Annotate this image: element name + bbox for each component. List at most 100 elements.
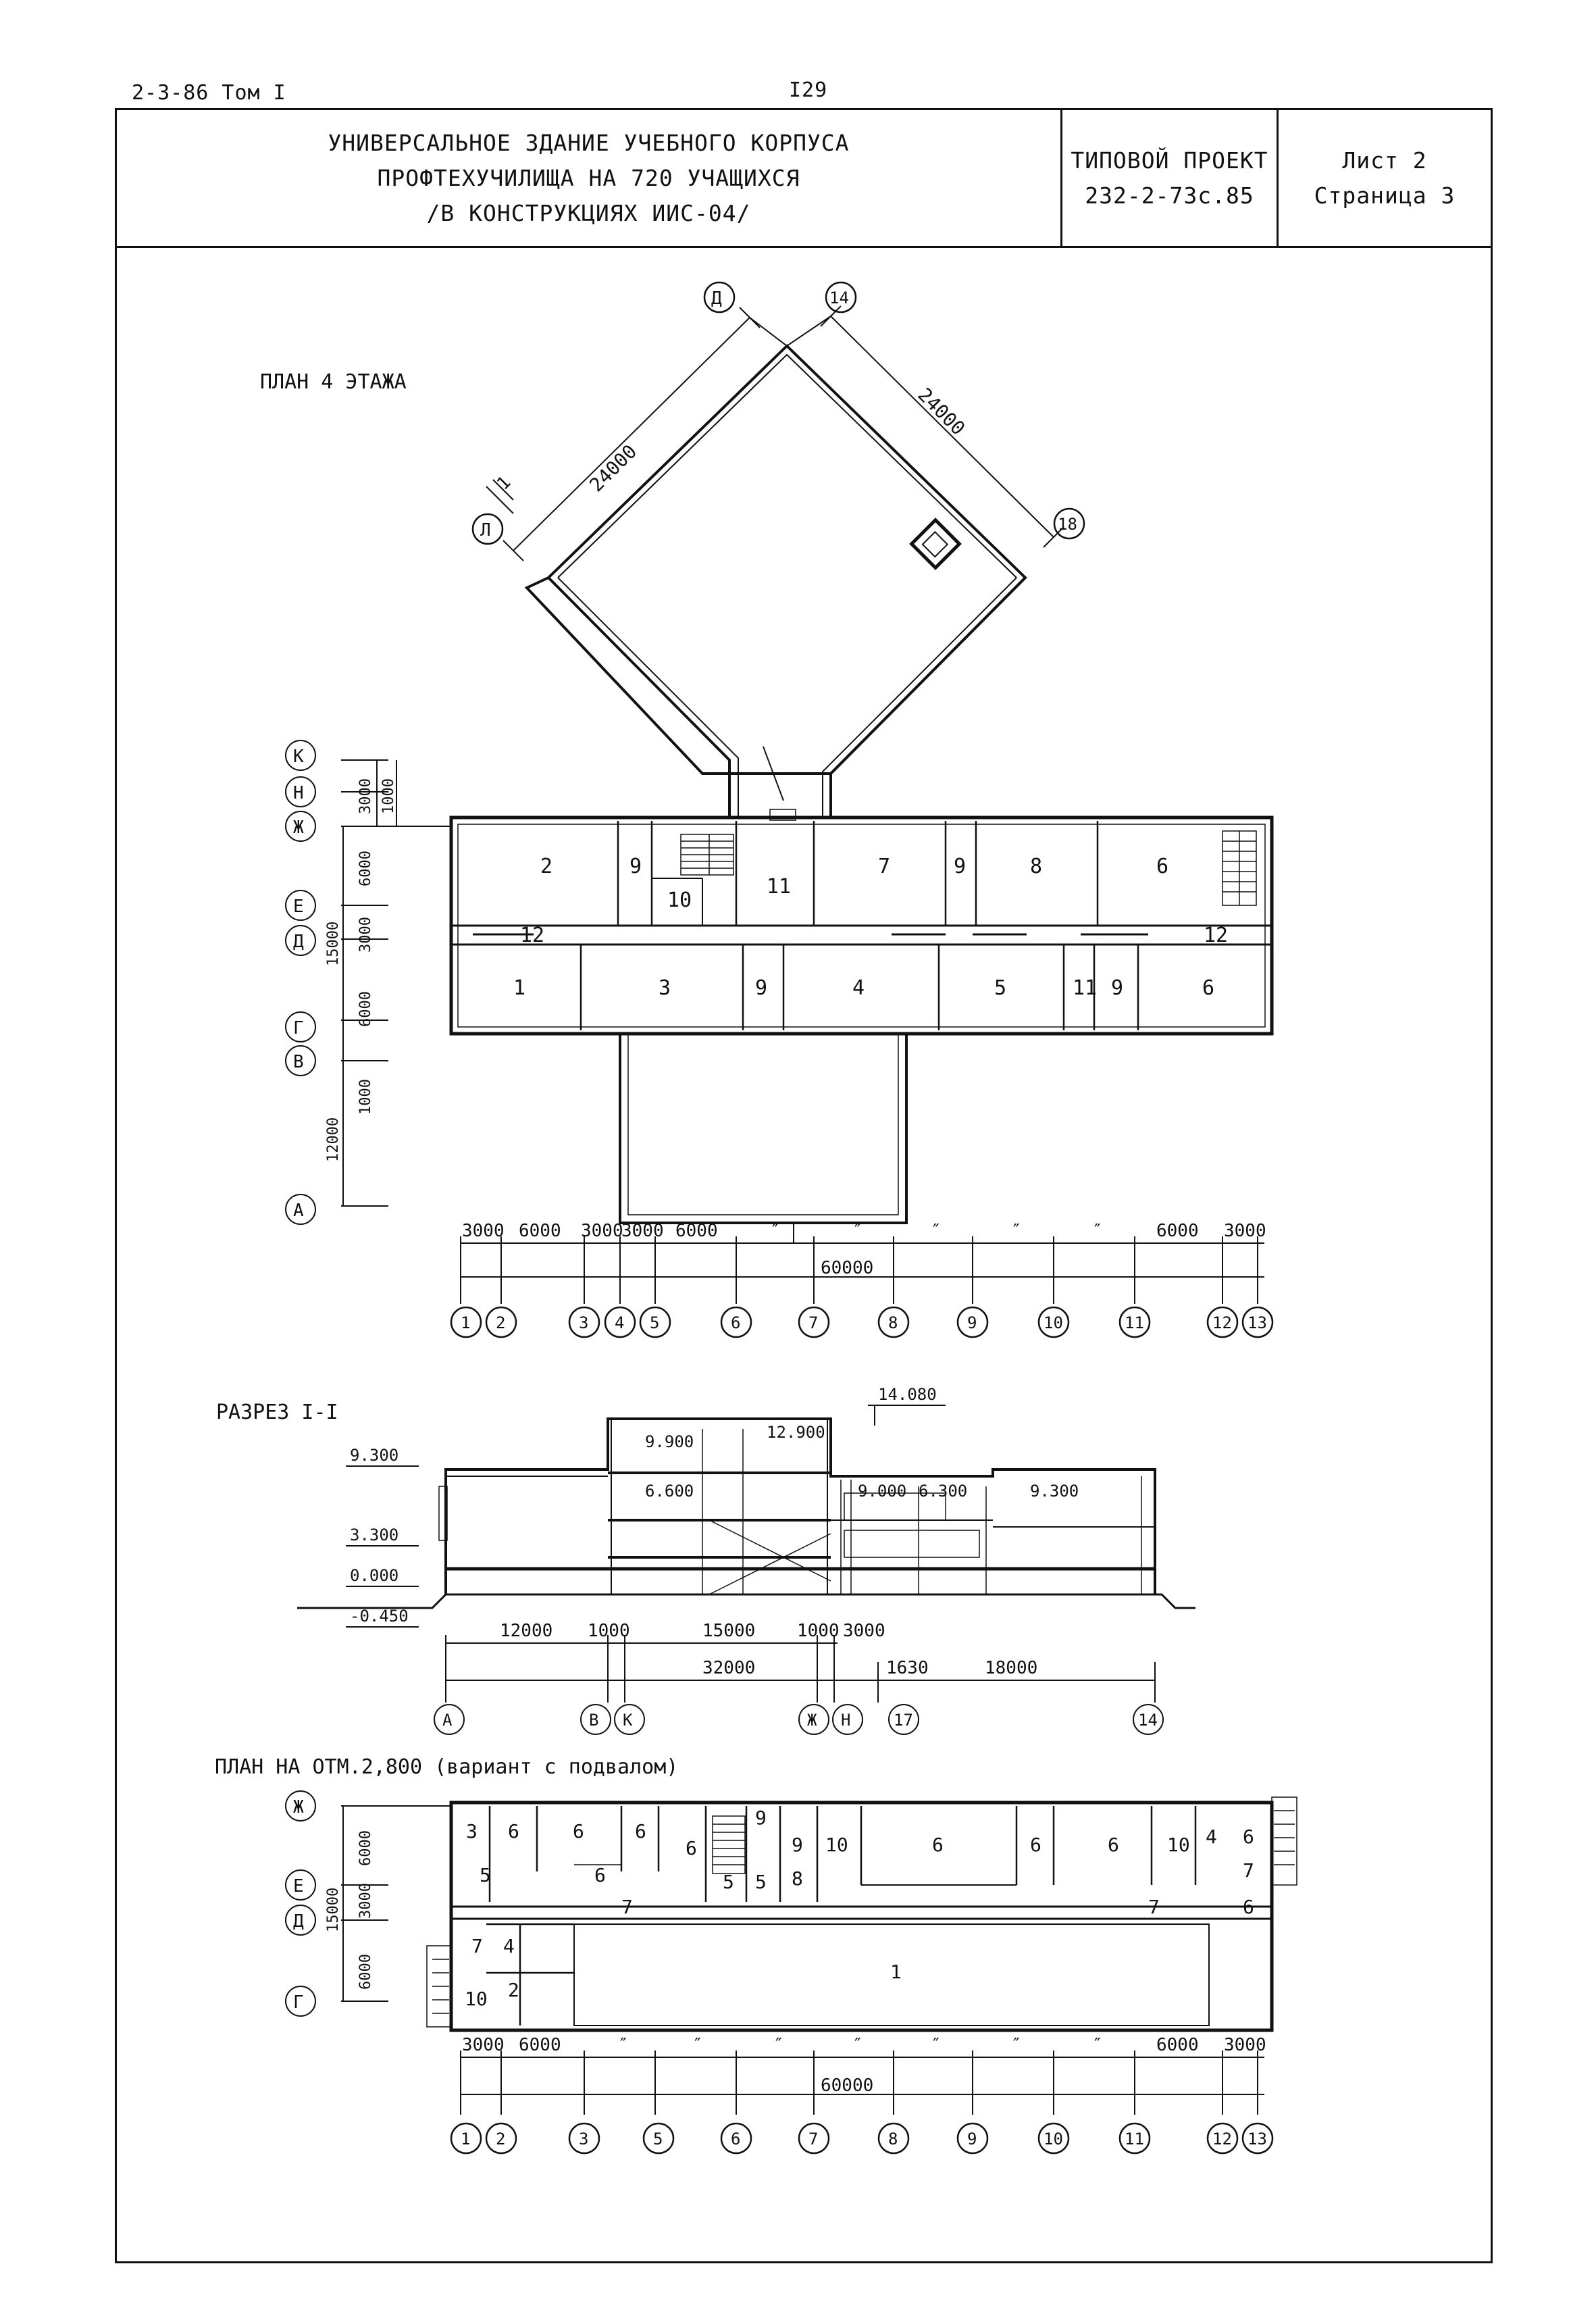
section-dim-labels: 12000 1000 15000 1000 3000 32000 1630 18…: [500, 1621, 1037, 1678]
axis-label: Ж: [293, 1797, 304, 1817]
diag-axis-bubbles: [471, 281, 1085, 545]
basement-label: ПЛАН НА ОТМ.2,800 (вариант с подвалом): [215, 1755, 678, 1779]
section-mark: 1: [493, 472, 515, 494]
corridor-label: 7: [621, 1896, 633, 1918]
axis-label: К: [293, 747, 304, 767]
room-label: 4: [1206, 1826, 1217, 1848]
room-label: 10: [1167, 1834, 1190, 1856]
axis-label: 14: [1138, 1711, 1158, 1730]
diag-axis-l: Л: [480, 520, 491, 540]
room-label: 10: [667, 888, 692, 912]
dim-label: 1630: [886, 1658, 929, 1678]
title-block: УНИВЕРСАЛЬНОЕ ЗДАНИЕ УЧЕБНОГО КОРПУСА ПР…: [117, 110, 1491, 248]
level-label: 9.300: [1030, 1482, 1079, 1501]
dim-label: 12000: [325, 1117, 342, 1162]
level-label: 9.300: [350, 1446, 398, 1465]
stair-left: [680, 834, 734, 876]
page-number: I29: [789, 78, 828, 102]
basement-left-axes: [285, 1790, 451, 2017]
dim-label: ″: [852, 2035, 863, 2055]
stair-right: [1222, 830, 1257, 906]
axis-label: 3: [579, 2130, 588, 2148]
diag-axis-18: 18: [1058, 515, 1077, 534]
axis-label: Г: [293, 1018, 304, 1038]
dim-label: ″: [931, 2035, 942, 2055]
plan-4-label: ПЛАН 4 ЭТАЖА: [260, 370, 407, 394]
basement-block: [426, 1796, 1297, 2032]
room-label: 6: [1156, 855, 1168, 878]
dim-label: 15000: [325, 922, 342, 966]
dim-label: ″: [852, 1221, 863, 1241]
dim-label: 3000: [581, 1221, 623, 1241]
plan-4-room-labels: 2 9 10 11 7 9 8 6 12 12 1 3 9 4 5 11 9 6: [513, 855, 1228, 1000]
dim-label: ″: [1011, 2035, 1022, 2055]
dim-label: ″: [618, 2035, 629, 2055]
dim-label: 6000: [357, 1954, 374, 1990]
axis-label: 7: [808, 2130, 818, 2148]
axis-label: Ж: [293, 818, 304, 838]
room-label: 3: [466, 1820, 478, 1842]
dim-label: 32000: [702, 1658, 755, 1678]
axis-label: Е: [293, 897, 304, 917]
axis-label: 12: [1212, 2130, 1232, 2148]
plan-4-bottom-axis-numbers: 1 2 3 4 5 6 7 8 9 10 11 12 13: [461, 1313, 1267, 1332]
room-label: 9: [1111, 976, 1123, 1000]
basement-plan: ПЛАН НА ОТМ.2,800 (вариант с подвалом): [215, 1755, 1297, 2155]
axis-label: 13: [1247, 1313, 1267, 1332]
dim-label: 6000: [357, 851, 374, 886]
axis-label: Д: [293, 932, 304, 952]
window-marks: [473, 816, 1256, 1035]
room-label: 2: [508, 1979, 519, 2001]
room-label: 7: [1243, 1859, 1254, 1882]
axis-label: 13: [1247, 2130, 1267, 2148]
room-label: 10: [825, 1834, 848, 1856]
room-label: 7: [878, 855, 890, 878]
dim-label: 15000: [325, 1888, 342, 1932]
room-label: 3: [659, 976, 671, 1000]
dim-label: 12000: [500, 1621, 552, 1641]
room-label: 6: [1243, 1826, 1254, 1848]
dim-label: 1000: [357, 1079, 374, 1115]
room-label: 6: [1202, 976, 1214, 1000]
room-label: 8: [1030, 855, 1042, 878]
room-label: 5: [755, 1871, 767, 1893]
axis-label: 4: [615, 1313, 624, 1332]
room-label: 5: [994, 976, 1006, 1000]
axis-label: 6: [731, 2130, 740, 2148]
diag-axis-d: Д: [711, 288, 722, 309]
title-block-project: ТИПОВОЙ ПРОЕКТ 232-2-73с.85: [1062, 110, 1279, 246]
room-label: 9: [954, 855, 966, 878]
title-block-name: УНИВЕРСАЛЬНОЕ ЗДАНИЕ УЧЕБНОГО КОРПУСА ПР…: [117, 110, 1062, 246]
room-label: 5: [480, 1864, 491, 1886]
dim-label: 1000: [797, 1621, 840, 1641]
axis-label: 5: [653, 2130, 663, 2148]
dim-label: 6000: [675, 1221, 718, 1241]
axis-label: 3: [579, 1313, 588, 1332]
axis-label: Ж: [807, 1711, 817, 1730]
projector-symbol: [909, 518, 962, 570]
room-label: 7: [471, 1935, 483, 1957]
axis-label: 1: [461, 1313, 470, 1332]
corridor-label: 12: [1204, 924, 1228, 947]
room-label: 6: [1108, 1834, 1119, 1856]
room-label: 9: [755, 1807, 767, 1829]
room-label: 8: [792, 1867, 803, 1890]
basement-room-labels: 3 6 6 6 6 9 9 10 6 6 6 10 4 6 5 6 5 5 8 …: [465, 1807, 1254, 2010]
room-label: 9: [792, 1834, 803, 1856]
axis-label: Н: [293, 783, 304, 803]
basement-bottom-axis-bubbles: [450, 2122, 1274, 2155]
basement-stairs: [426, 1796, 1297, 2028]
room-label: 11: [1073, 976, 1097, 1000]
section-building: [438, 1417, 1156, 1595]
diag-dim-right: 24000: [913, 384, 969, 440]
corridor-label: 6: [1243, 1896, 1254, 1918]
dim-label: 3000: [357, 778, 374, 814]
axis-label: 10: [1044, 1313, 1063, 1332]
level-label: 6.600: [645, 1482, 694, 1501]
section-1-1: РАЗРЕЗ I-I 14.080: [216, 1385, 1195, 1735]
plan-4-bottom-axis-bubbles: [450, 1306, 1274, 1338]
room-label: 6: [594, 1864, 606, 1886]
room-label: 9: [629, 855, 642, 878]
plan-4-bottom-dims: [460, 1236, 1264, 1304]
diamond-auditorium: [524, 344, 1027, 816]
